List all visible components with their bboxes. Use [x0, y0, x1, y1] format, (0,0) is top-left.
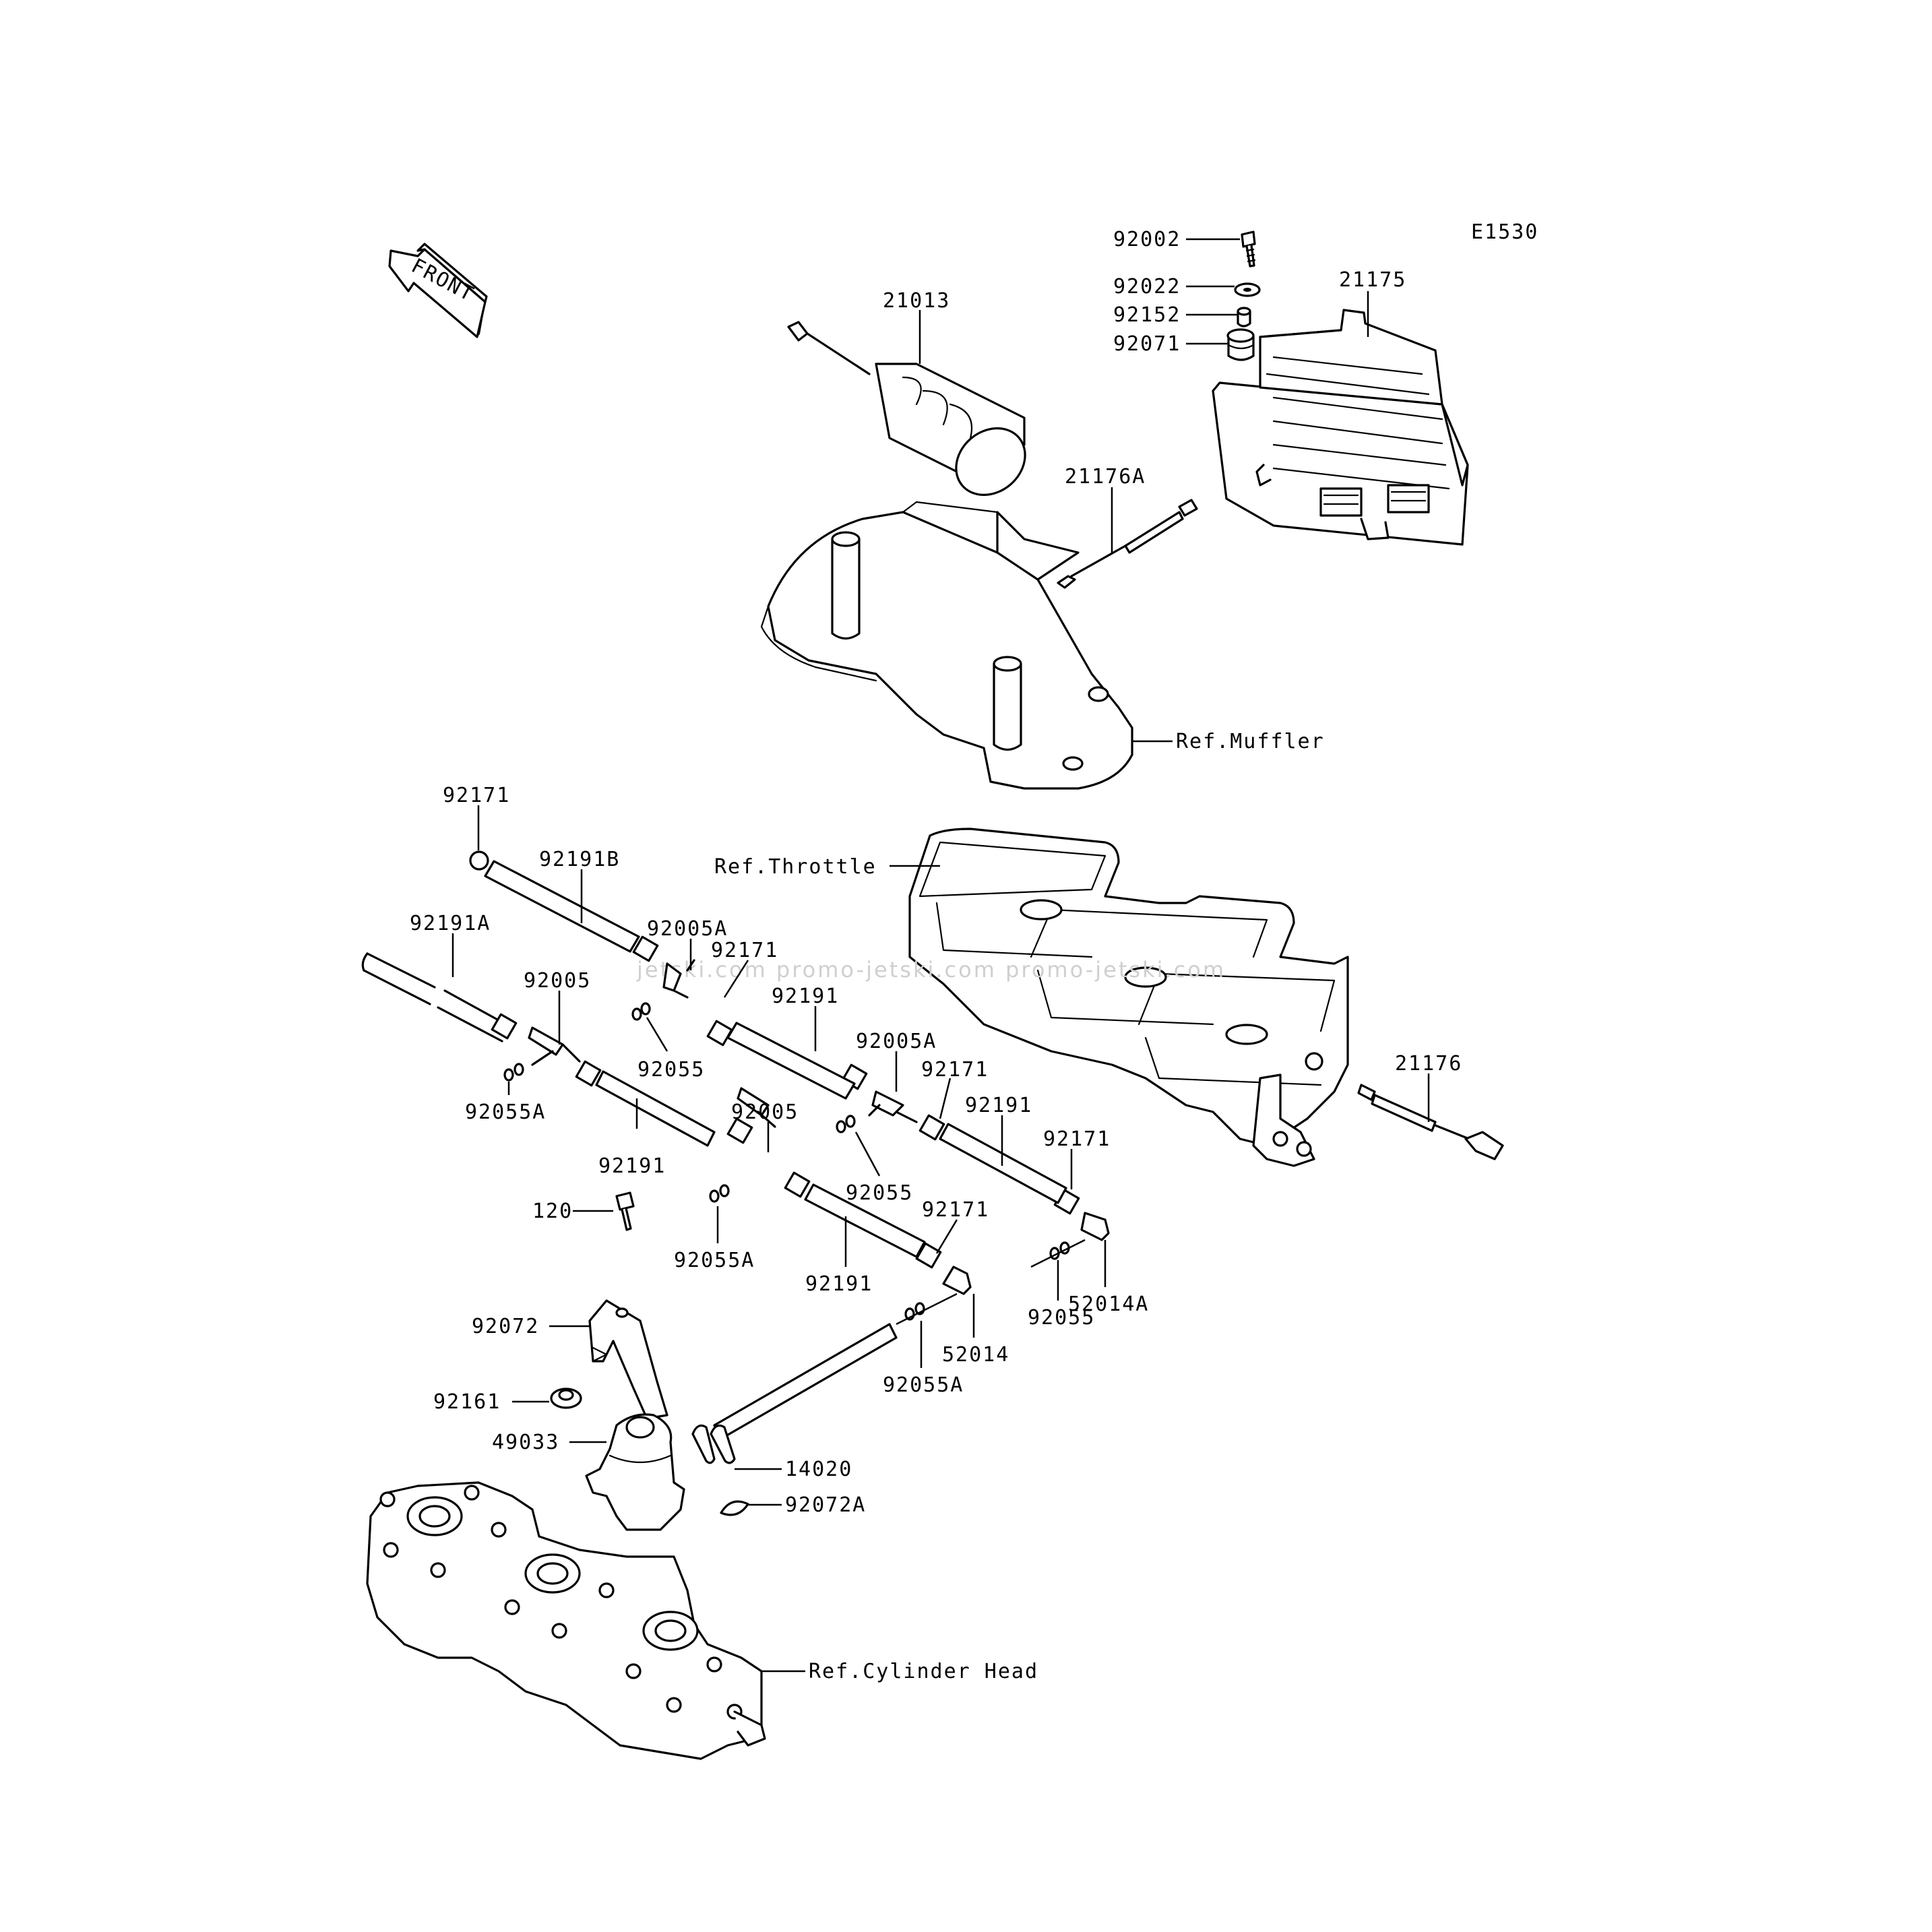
diagram-code: E1530	[1471, 220, 1538, 244]
label-120: 120	[532, 1199, 573, 1223]
valve-49033	[585, 1413, 685, 1531]
label-92055A-b: 92055A	[674, 1249, 755, 1272]
label-49033: 49033	[492, 1431, 559, 1454]
muffler-ref-label: Ref.Muffler	[1176, 730, 1325, 753]
label-21176A: 21176A	[1065, 465, 1146, 489]
label-92191-c: 92191	[965, 1094, 1032, 1117]
throttle-ref	[908, 828, 1349, 1167]
label-92171-a: 92171	[443, 784, 510, 807]
label-14020: 14020	[785, 1458, 852, 1481]
sensor-21176	[1357, 1084, 1504, 1160]
throttle-ref-label: Ref.Throttle	[714, 855, 877, 879]
label-92171-e: 92171	[922, 1198, 989, 1222]
label-92171-c: 92171	[921, 1058, 989, 1082]
label-92005-a: 92005	[524, 969, 591, 993]
label-52014: 52014	[942, 1343, 1009, 1367]
grommet-92071	[1226, 328, 1255, 361]
label-92055-c: 92055	[1028, 1306, 1095, 1330]
muffler-ref	[760, 501, 1133, 790]
bracket-92072	[588, 1299, 668, 1420]
label-92191A: 92191A	[410, 912, 491, 935]
sensor-21176A	[1057, 499, 1198, 589]
label-92071: 92071	[1113, 332, 1181, 356]
label-92055A-a: 92055A	[465, 1100, 546, 1124]
hose-system	[361, 850, 1110, 1516]
label-92022: 92022	[1113, 275, 1181, 299]
label-92191B: 92191B	[539, 848, 620, 871]
callouts: 92002 92022 92152 92071 21175 21013 2117…	[410, 228, 1462, 1517]
grommet-92161	[550, 1388, 582, 1409]
front-arrow-icon: FRONT	[388, 243, 488, 338]
label-92191-b: 92191	[598, 1154, 666, 1178]
label-92152: 92152	[1113, 303, 1181, 327]
label-52014A: 52014A	[1068, 1292, 1149, 1316]
label-92005A-a: 92005A	[647, 917, 728, 941]
washer-92022	[1234, 282, 1261, 297]
label-21175: 21175	[1339, 268, 1406, 292]
label-92161: 92161	[433, 1390, 501, 1414]
label-92005-b: 92005	[731, 1100, 799, 1124]
label-92055A-c: 92055A	[883, 1373, 964, 1397]
watermark-text: jetski.com promo-jetski.com promo-jetski…	[636, 957, 1226, 983]
label-21176: 21176	[1395, 1052, 1462, 1076]
coil-21013	[787, 321, 1026, 496]
cylinder-head-ref	[366, 1481, 766, 1760]
ecu-unit-21175	[1212, 309, 1469, 546]
label-92171-b: 92171	[711, 939, 778, 962]
label-92005A-b: 92005A	[856, 1030, 937, 1053]
label-21013: 21013	[883, 289, 950, 313]
bolt-120	[615, 1191, 635, 1231]
cylinder-head-ref-label: Ref.Cylinder Head	[809, 1660, 1038, 1683]
label-92191-d: 92191	[805, 1272, 873, 1296]
label-92002: 92002	[1113, 228, 1181, 251]
bolt-92002	[1241, 230, 1256, 268]
collar-92152	[1237, 307, 1251, 328]
label-92191-a: 92191	[772, 985, 839, 1008]
label-92072A: 92072A	[785, 1493, 866, 1517]
label-92055-a: 92055	[637, 1058, 705, 1082]
label-92171-d: 92171	[1043, 1127, 1111, 1151]
label-92055-b: 92055	[846, 1181, 913, 1205]
label-92072: 92072	[472, 1315, 539, 1338]
